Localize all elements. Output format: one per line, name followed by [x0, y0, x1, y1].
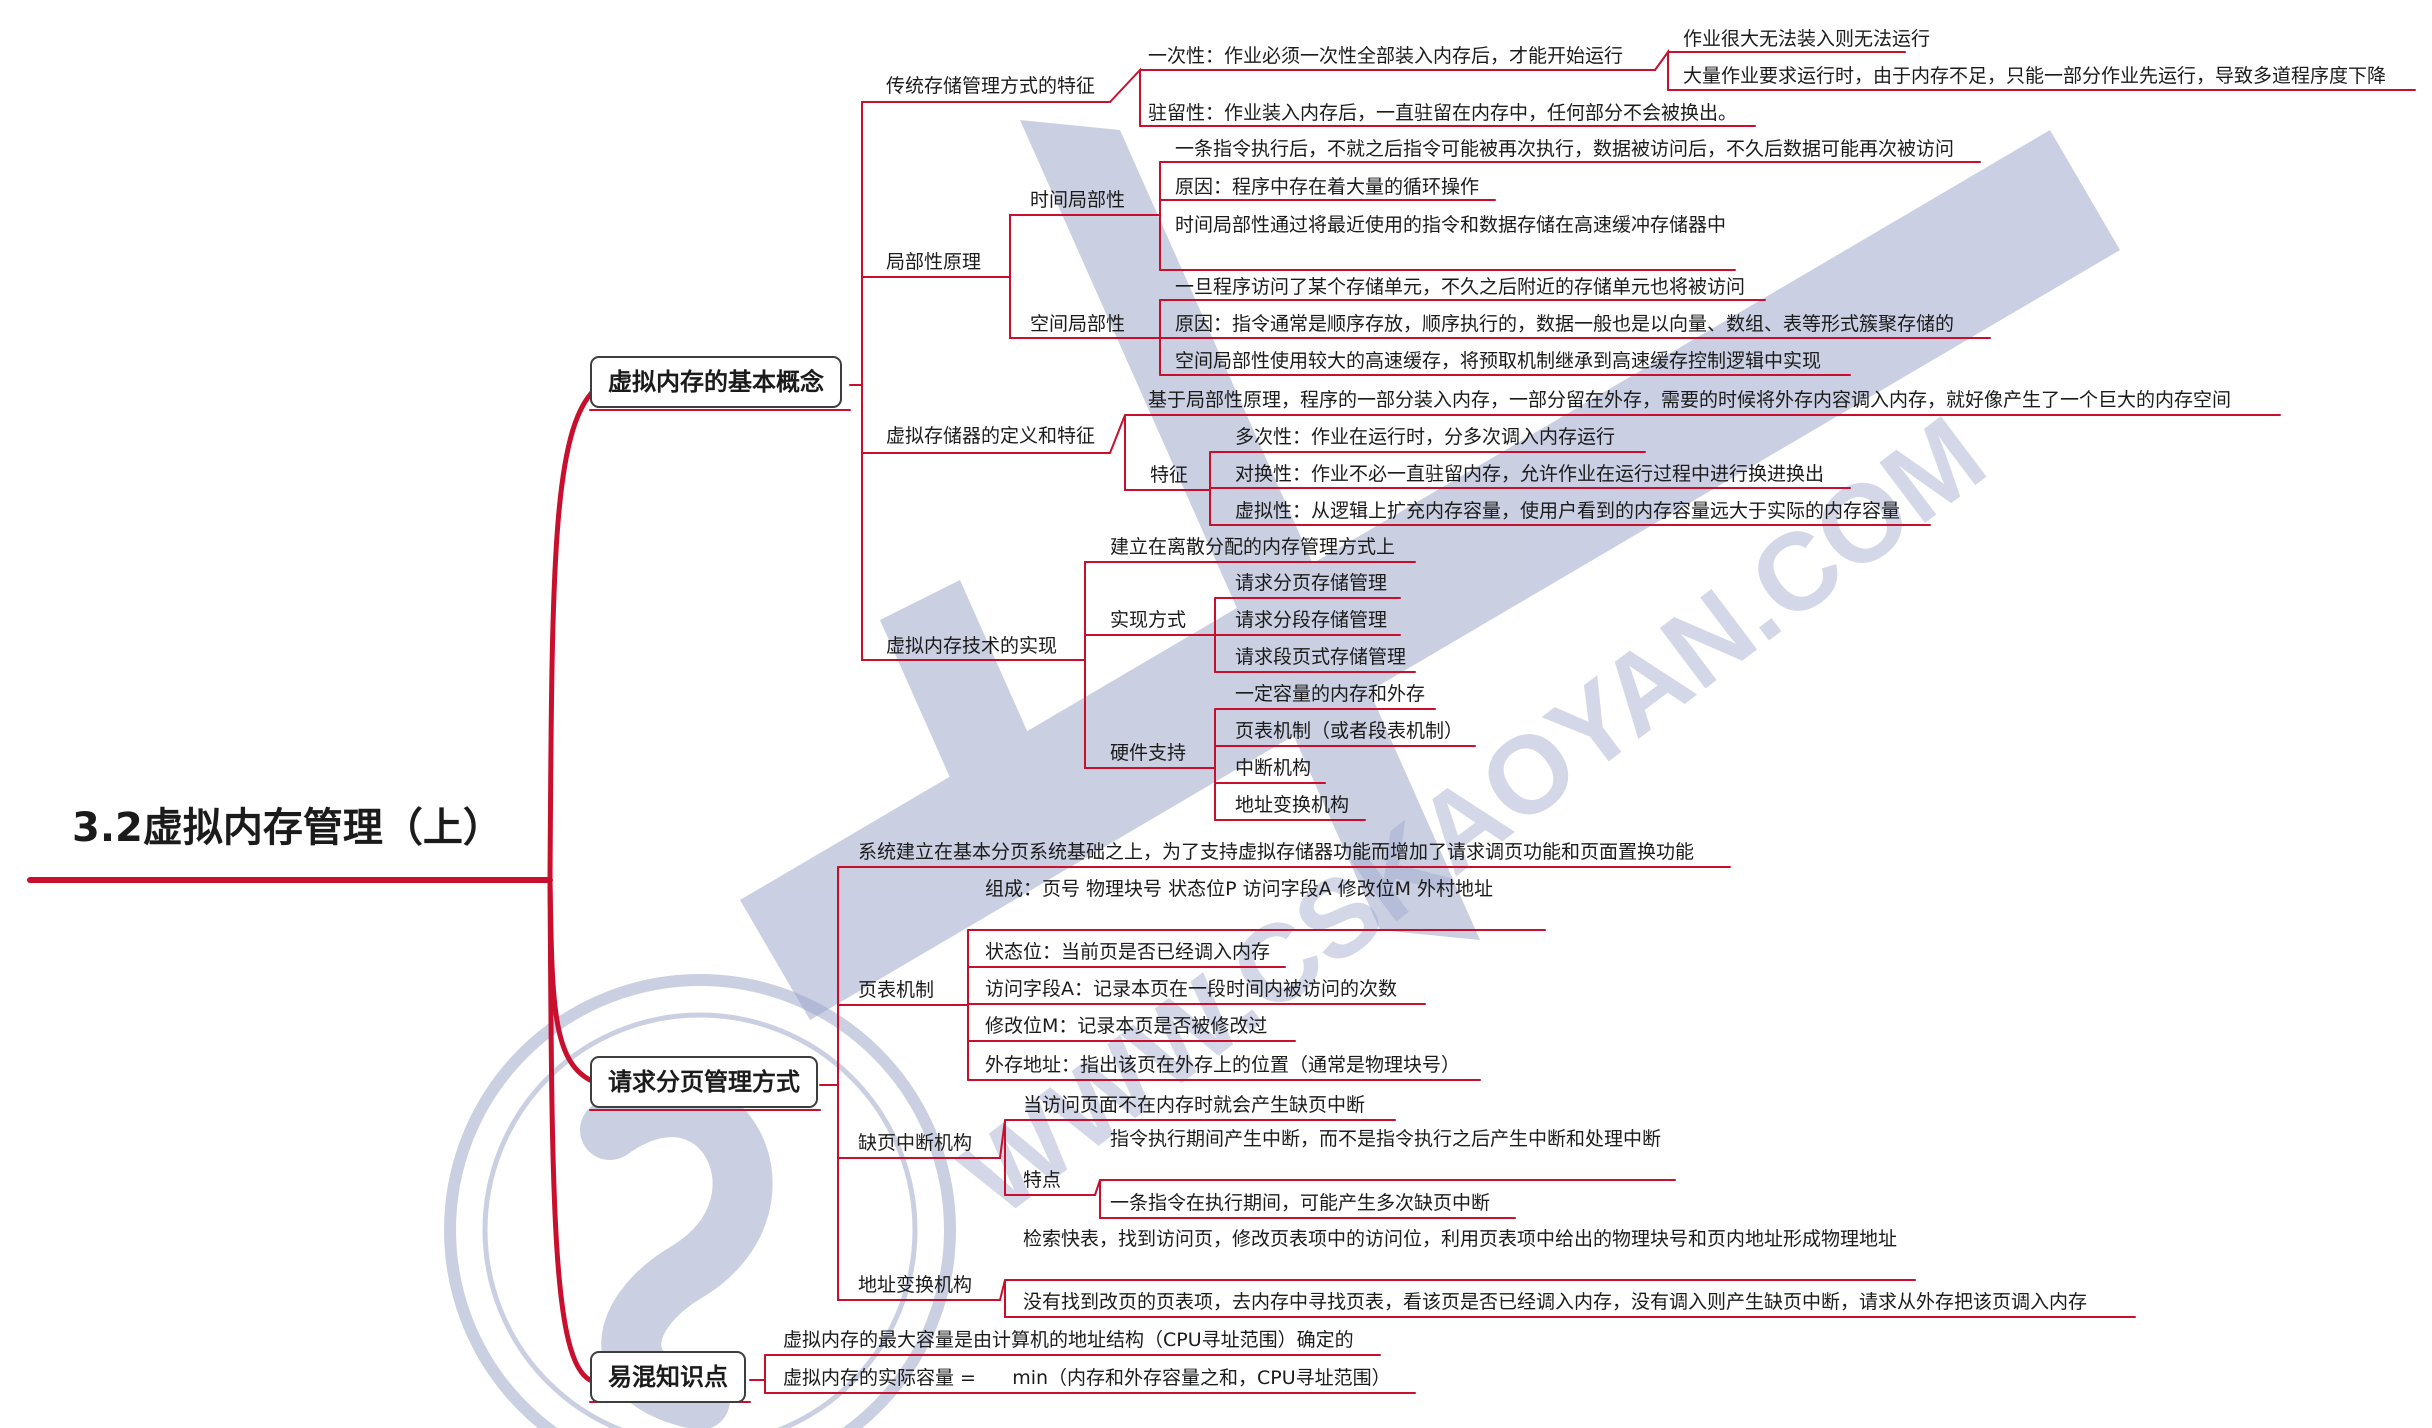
- node-method-segment: 请求分段存储管理: [1235, 609, 1388, 631]
- root-topic: 3.2虚拟内存管理（上）: [72, 805, 503, 851]
- node-hw-address: 地址变换机构: [1235, 794, 1350, 816]
- node-hw-page-table: 页表机制（或者段表机制）: [1235, 720, 1464, 742]
- node-max-capacity: 虚拟内存的最大容量是由计算机的地址结构（CPU寻址范围）确定的: [783, 1329, 1354, 1351]
- node-hw-interrupt: 中断机构: [1235, 757, 1312, 779]
- node-pt-access: 访问字段A：记录本页在一段时间内被访问的次数: [985, 978, 1397, 1000]
- node-page-fault: 缺页中断机构: [858, 1132, 973, 1154]
- node-features: 特征: [1150, 464, 1189, 486]
- node-spatial-3: 空间局部性使用较大的高速缓存，将预取机制继承到高速缓存控制逻辑中实现: [1175, 350, 1822, 372]
- node-discrete-basis: 建立在离散分配的内存管理方式上: [1110, 536, 1396, 558]
- branch-demand-paging: 请求分页管理方式: [590, 1056, 818, 1108]
- node-fault-b: 一条指令在执行期间，可能产生多次缺页中断: [1110, 1192, 1491, 1214]
- node-feature-virtual: 虚拟性：从逻辑上扩充内存容量，使用户看到的内存容量远大于实际的内存容量: [1235, 500, 1901, 522]
- node-implementation: 虚拟内存技术的实现: [886, 635, 1058, 657]
- node-spatial-1: 一旦程序访问了某个存储单元，不久之后附近的存储单元也将被访问: [1175, 276, 1746, 298]
- node-pt-modify: 修改位M：记录本页是否被修改过: [985, 1015, 1268, 1037]
- node-feature-swap: 对换性：作业不必一直驻留内存，允许作业在运行过程中进行换进换出: [1235, 463, 1825, 485]
- node-traditional-features: 传统存储管理方式的特征: [886, 75, 1096, 97]
- node-temporal-1: 一条指令执行后，不就之后指令可能被再次执行，数据被访问后，不久后数据可能再次被访…: [1175, 138, 1955, 160]
- node-definition: 虚拟存储器的定义和特征: [886, 425, 1096, 447]
- node-hw-memory: 一定容量的内存和外存: [1235, 683, 1426, 705]
- node-temporal-locality: 时间局部性: [1030, 189, 1126, 211]
- node-definition-text: 基于局部性原理，程序的一部分装入内存，一部分留在外存，需要的时候将外存内容调入内…: [1148, 389, 2232, 411]
- node-spatial-2: 原因：指令通常是顺序存放，顺序执行的，数据一般也是以向量、数组、表等形式簇聚存储…: [1175, 313, 1955, 335]
- node-once: 一次性：作业必须一次性全部装入内存后，才能开始运行: [1148, 45, 1624, 67]
- node-actual-capacity: 虚拟内存的实际容量 = min（内存和外存容量之和，CPU寻址范围）: [783, 1367, 1391, 1389]
- node-paging-intro: 系统建立在基本分页系统基础之上，为了支持虚拟存储器功能而增加了请求调页功能和页面…: [858, 841, 1695, 863]
- node-pt-composition: 组成：页号 物理块号 状态位P 访问字段A 修改位M 外村地址: [985, 878, 1494, 900]
- node-pt-external: 外存地址：指出该页在外存上的位置（通常是物理块号）: [985, 1054, 1461, 1076]
- node-fault-1: 当访问页面不在内存时就会产生缺页中断: [1023, 1094, 1366, 1116]
- node-addr-2: 没有找到改页的页表项，去内存中寻找页表，看该页是否已经调入内存，没有调入则产生缺…: [1023, 1291, 2088, 1313]
- branch-virtual-memory-basics: 虚拟内存的基本概念: [590, 356, 842, 408]
- node-locality: 局部性原理: [886, 251, 982, 273]
- node-resident: 驻留性：作业装入内存后，一直驻留在内存中，任何部分不会被换出。: [1148, 102, 1738, 124]
- node-addr-1: 检索快表，找到访问页，修改页表项中的访问位，利用页表项中给出的物理块号和页内地址…: [1023, 1228, 1898, 1250]
- watermark-text-mark: [740, 120, 2120, 1020]
- node-hardware: 硬件支持: [1110, 742, 1187, 764]
- node-method-paging: 请求分页存储管理: [1235, 572, 1388, 594]
- node-spatial-locality: 空间局部性: [1030, 313, 1126, 335]
- node-once-a: 作业很大无法装入则无法运行: [1683, 28, 1931, 50]
- node-fault-a: 指令执行期间产生中断，而不是指令执行之后产生中断和处理中断: [1110, 1128, 1662, 1150]
- node-methods: 实现方式: [1110, 609, 1187, 631]
- node-pt-status: 状态位：当前页是否已经调入内存: [985, 941, 1271, 963]
- node-temporal-3: 时间局部性通过将最近使用的指令和数据存储在高速缓冲存储器中: [1175, 214, 1727, 236]
- node-method-seg-page: 请求段页式存储管理: [1235, 646, 1407, 668]
- node-address-translation: 地址变换机构: [858, 1274, 973, 1296]
- node-page-table: 页表机制: [858, 979, 935, 1001]
- node-temporal-2: 原因：程序中存在着大量的循环操作: [1175, 176, 1480, 198]
- node-feature-multiple: 多次性：作业在运行时，分多次调入内存运行: [1235, 426, 1616, 448]
- node-once-b: 大量作业要求运行时，由于内存不足，只能一部分作业先运行，导致多道程序度下降: [1683, 65, 2387, 87]
- branch-confusing-points: 易混知识点: [590, 1351, 746, 1403]
- node-fault-feature: 特点: [1023, 1169, 1062, 1191]
